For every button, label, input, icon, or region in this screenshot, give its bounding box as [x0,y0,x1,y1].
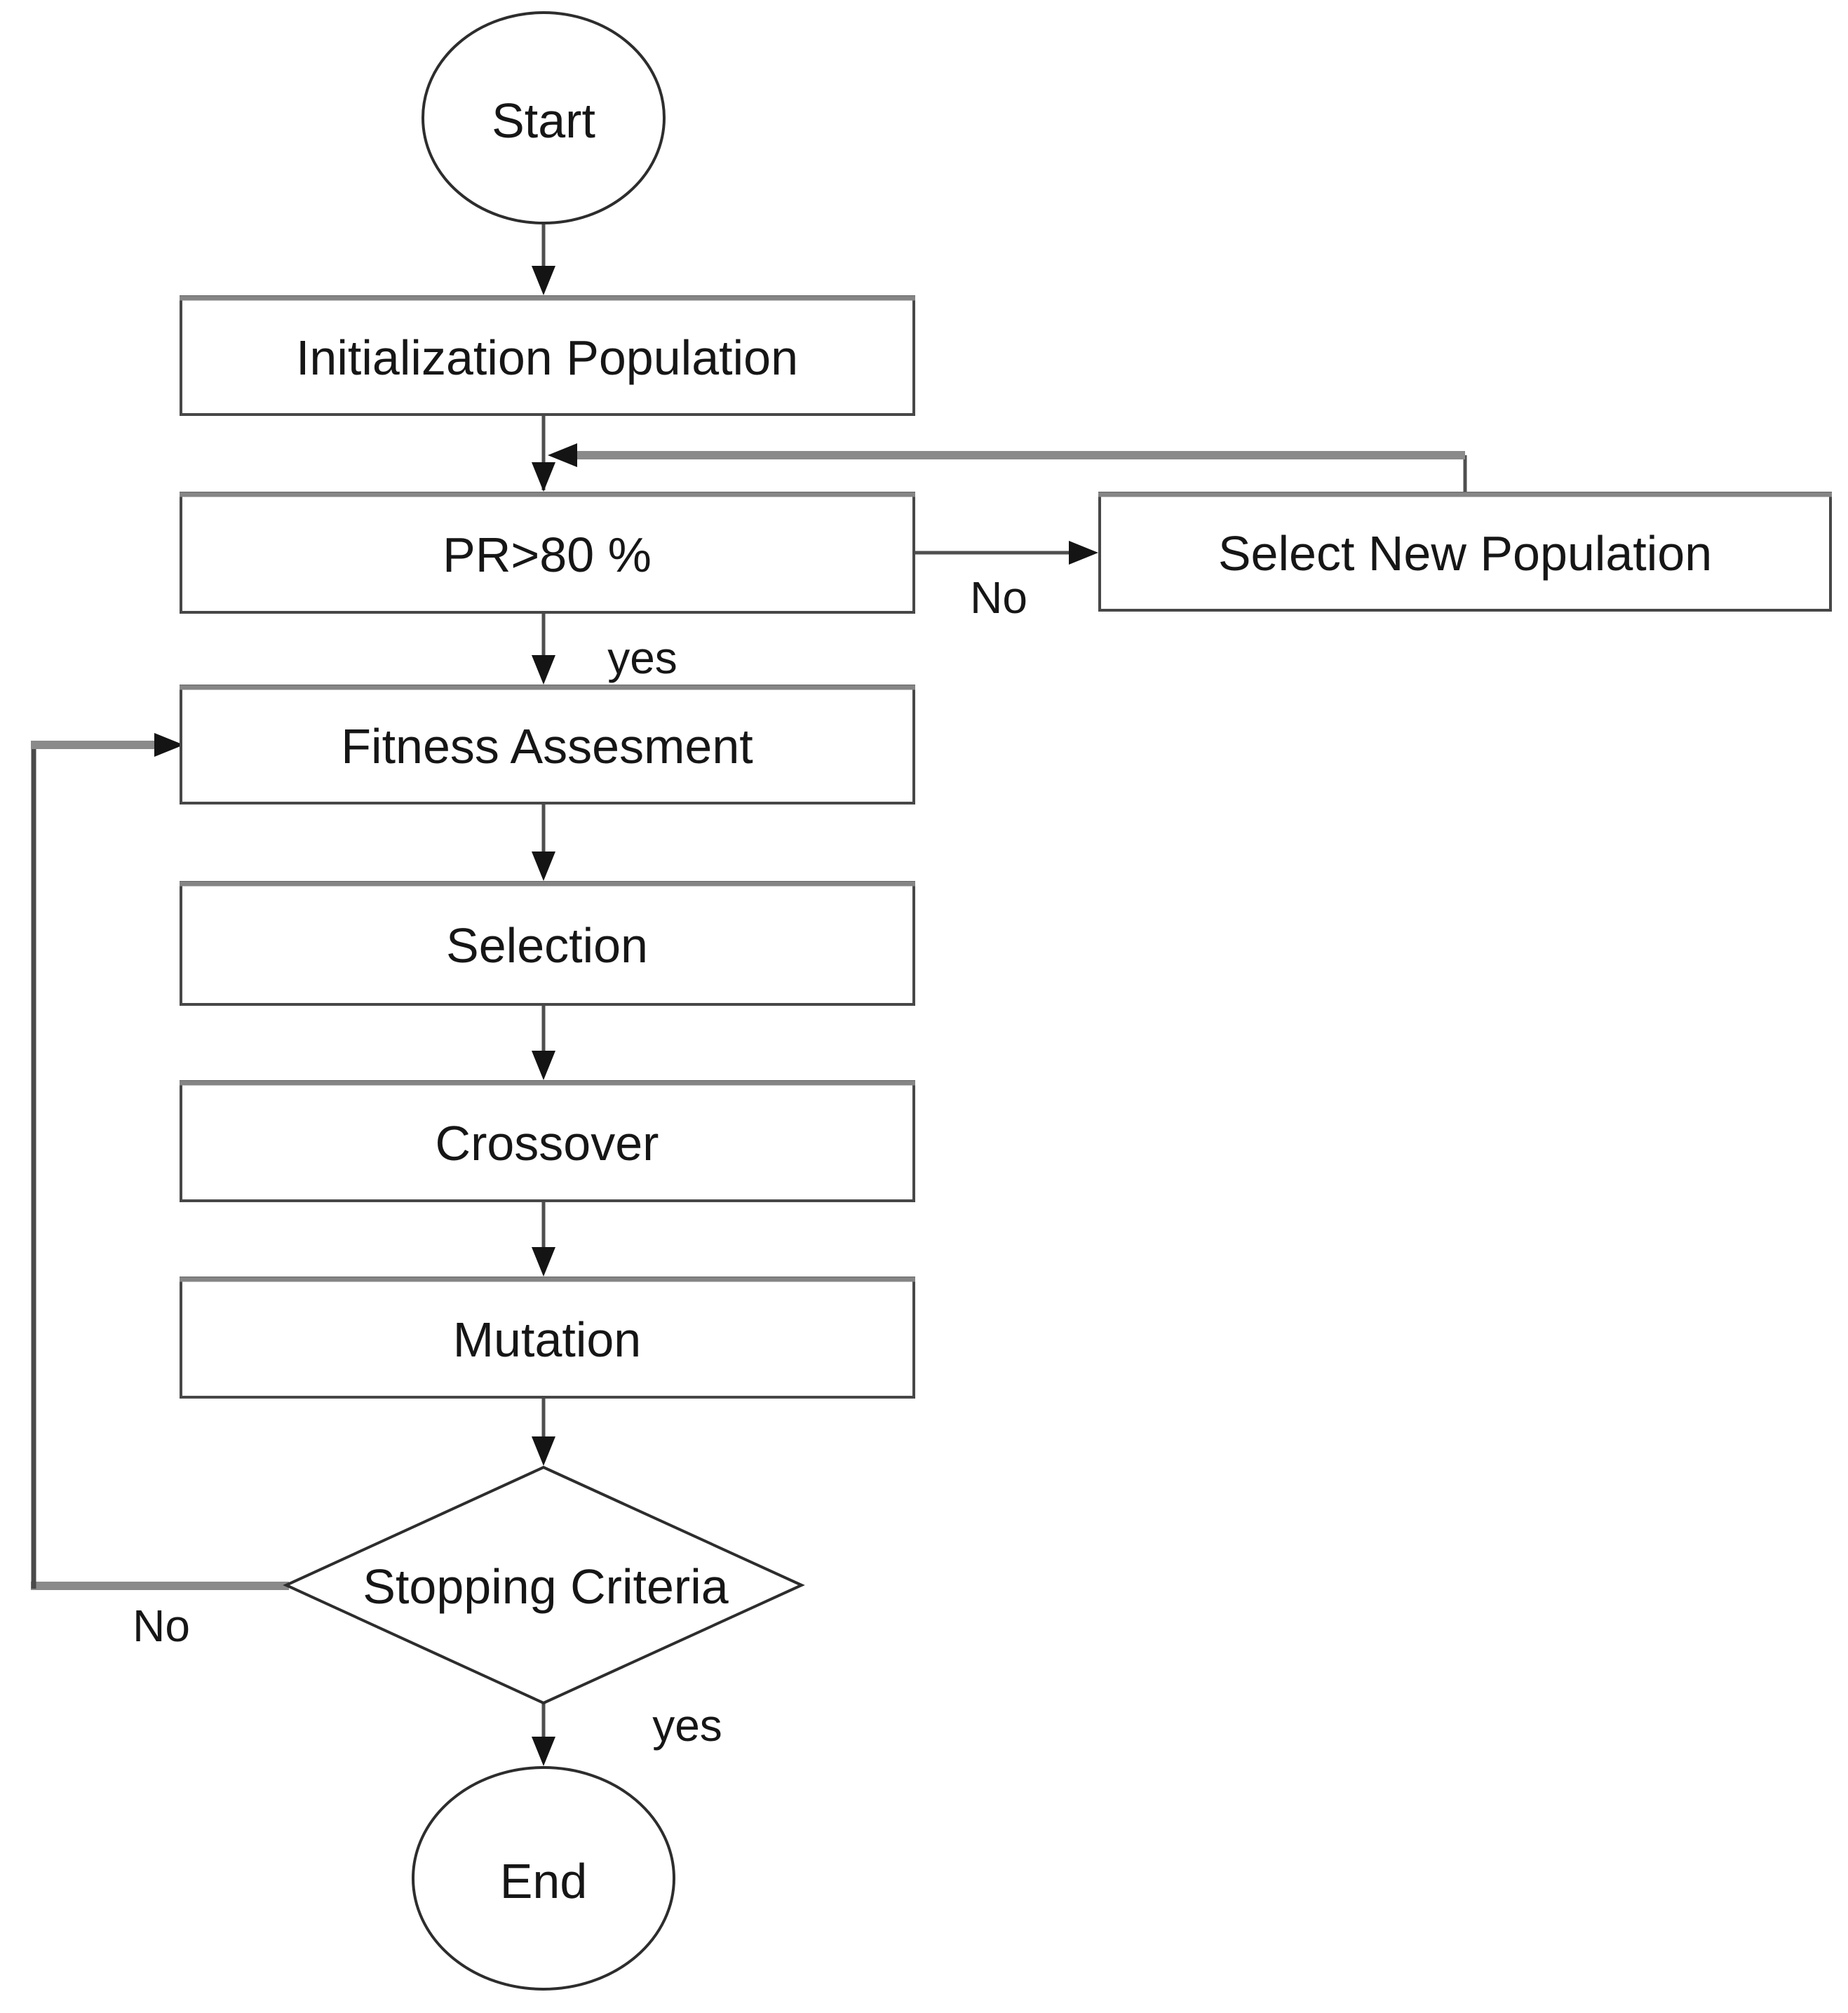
selection-box [180,881,915,1006]
mutation-label: Mutation [453,1312,641,1367]
arrowhead-into-init [532,266,555,295]
arrowhead-loop-into-fitness [154,733,184,757]
arrowhead-into-stopping [532,1436,555,1466]
arrowhead-into-selection [532,851,555,881]
pr-check-box [180,492,915,614]
end-node [412,1766,675,1991]
arrowhead-into-end [532,1737,555,1766]
arrowhead-into-pr [532,462,555,492]
select-new-population-label: Select New Population [1218,526,1712,581]
select-new-population-box [1098,492,1832,612]
crossover-box [180,1080,915,1202]
arrowhead-into-selectnew [1069,541,1098,565]
stopping-criteria-diamond [283,1465,805,1705]
arrowhead-into-crossover [532,1051,555,1080]
selection-label: Selection [446,918,648,973]
fitness-assesment-label: Fitness Assesment [341,719,753,774]
stopping-yes-label: yes [652,1700,722,1751]
pr-yes-label: yes [607,633,677,683]
pr-check-label: PR>80 % [443,527,652,582]
arrowhead-feedback-junction [548,443,577,467]
end-label: End [500,1854,588,1908]
stopping-no-label: No [133,1601,190,1651]
start-node [421,11,666,224]
crossover-label: Crossover [436,1116,659,1171]
arrowhead-into-mutation [532,1247,555,1277]
arrowhead-into-fitness [532,655,555,685]
start-label: Start [492,93,595,148]
mutation-box [180,1277,915,1399]
stopping-criteria-label: Stopping Criteria [363,1559,728,1614]
init-population-label: Initialization Population [296,330,798,385]
pr-no-label: No [970,572,1027,623]
